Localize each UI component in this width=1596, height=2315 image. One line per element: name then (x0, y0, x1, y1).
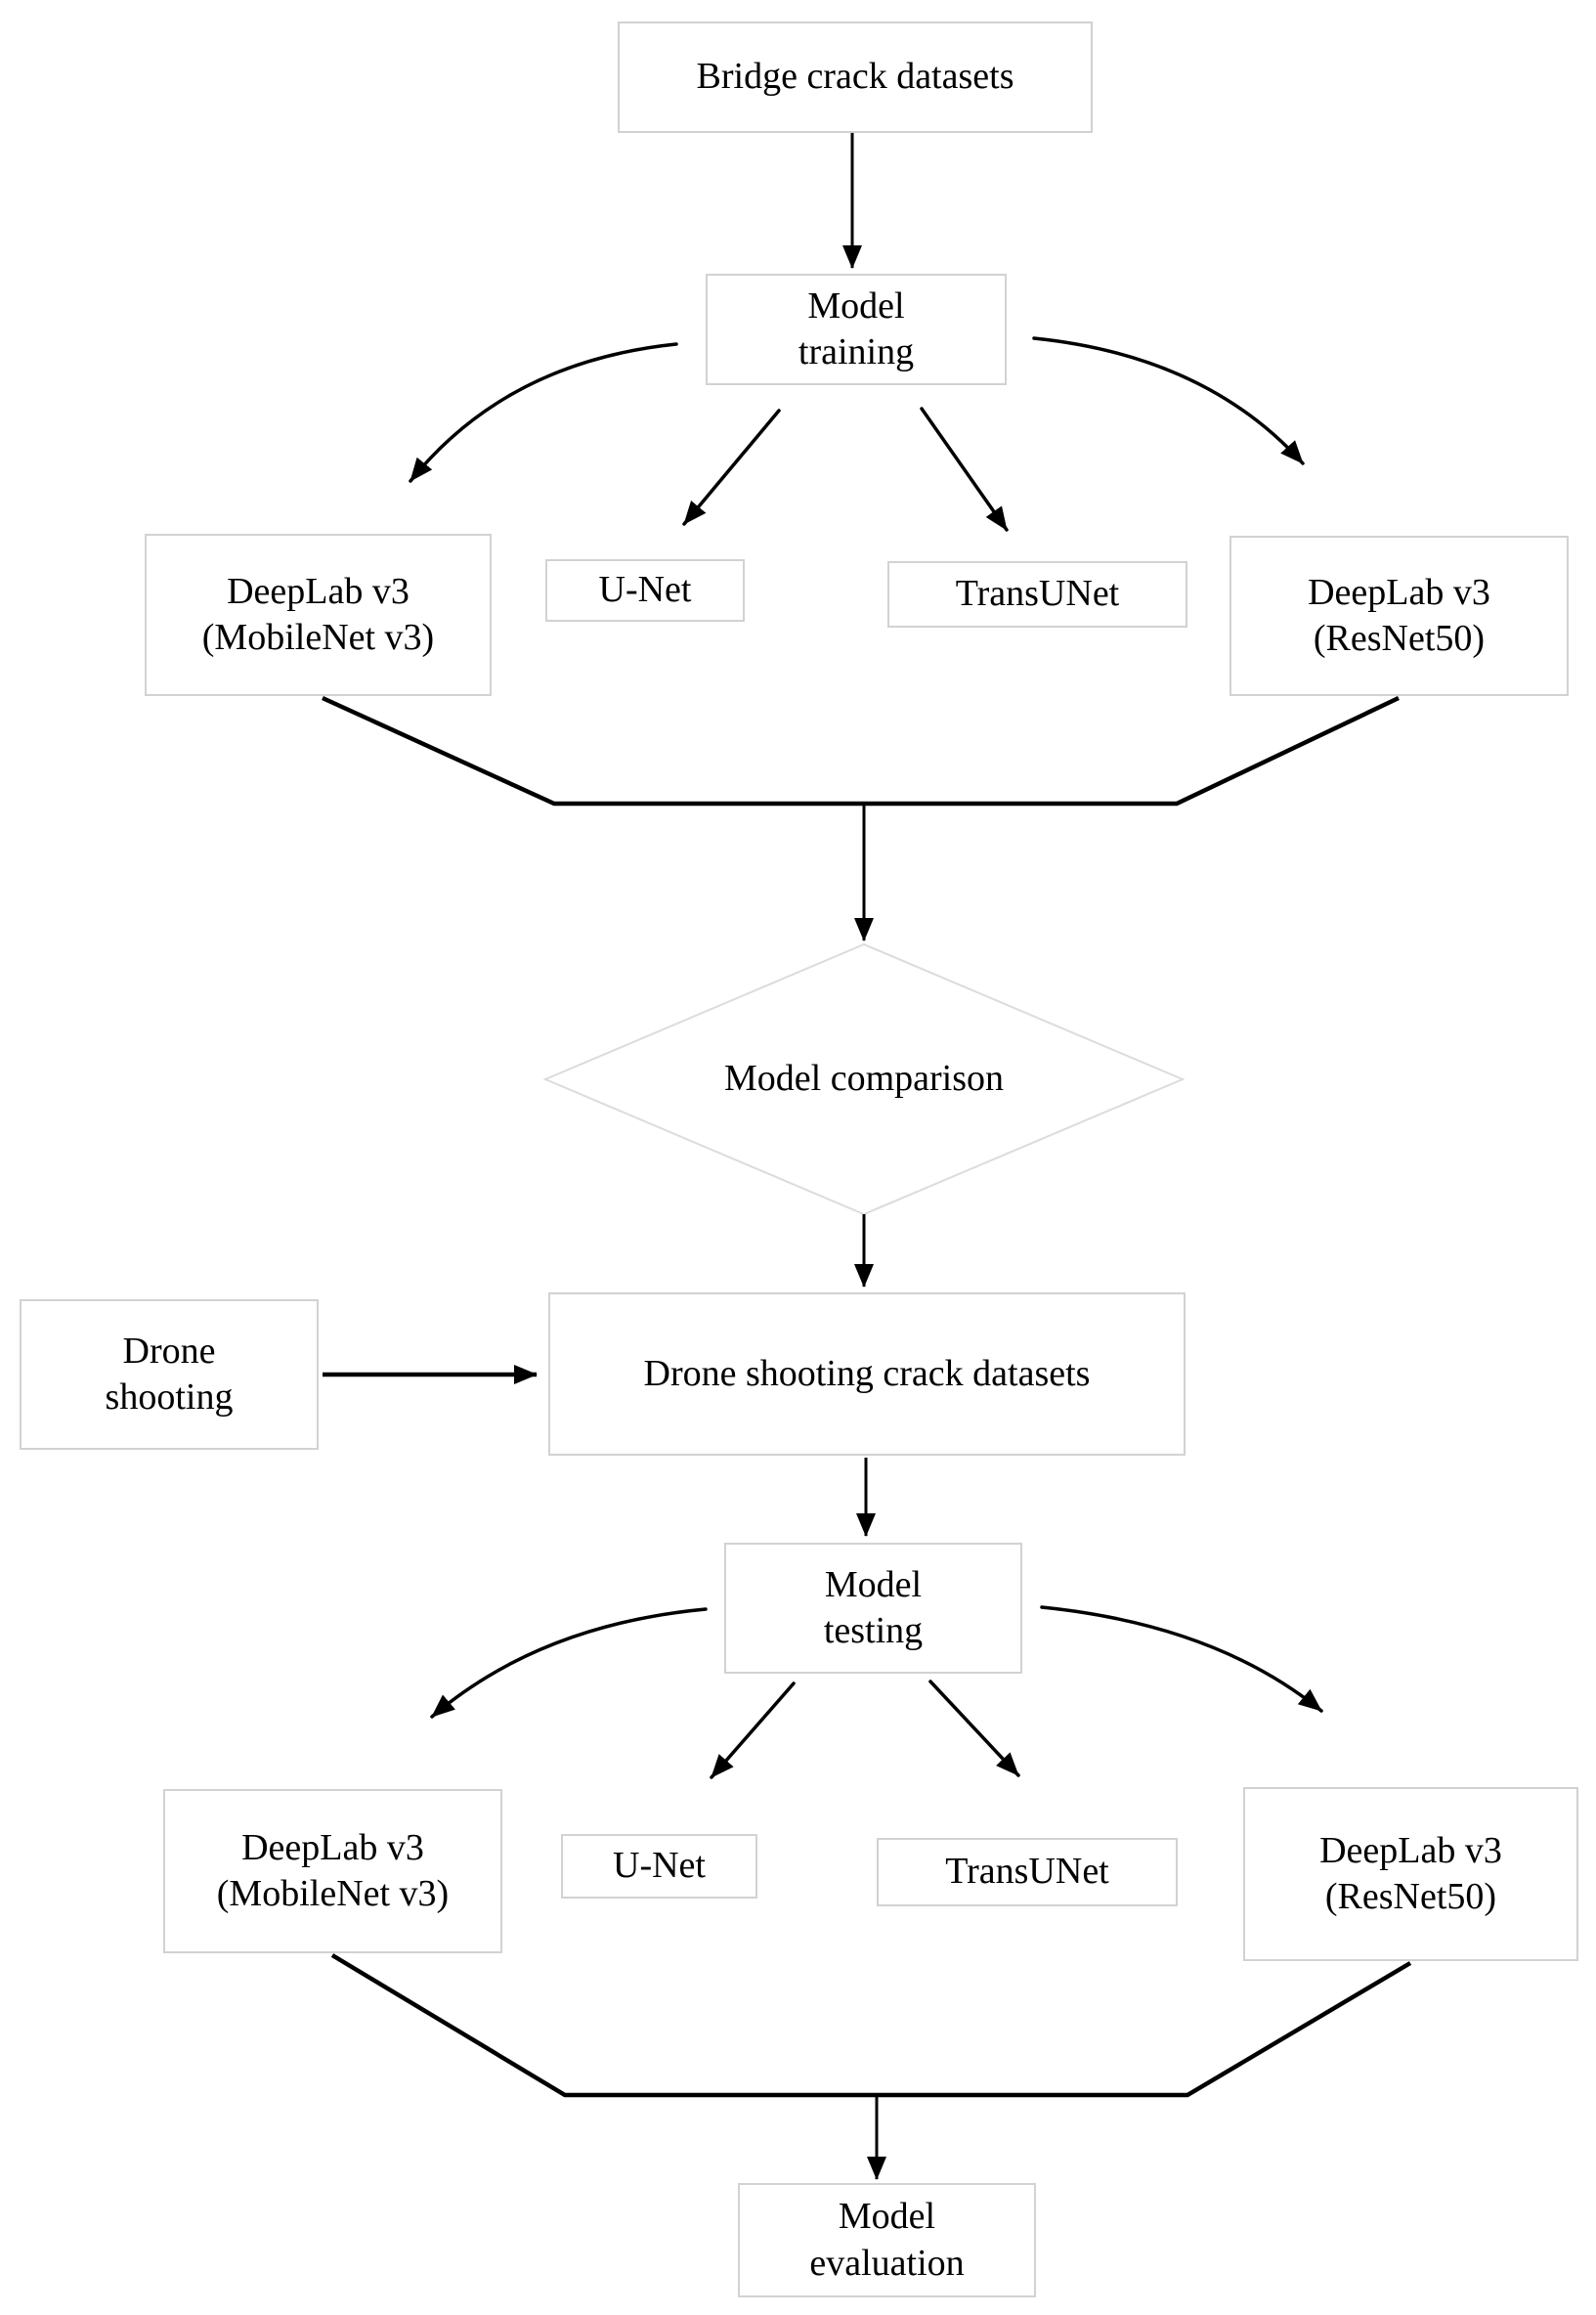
arrow-testing-to-unet (710, 1682, 796, 1779)
arrow-training-to-unet (682, 409, 781, 526)
node-label: Model training (798, 284, 915, 372)
node-test-transunet: TransUNet (877, 1838, 1178, 1906)
node-model-testing: Model testing (724, 1543, 1022, 1674)
converge-testing-models (330, 1953, 1412, 2098)
node-model-training: Model training (706, 274, 1007, 385)
node-test-unet: U-Net (561, 1834, 757, 1899)
node-drone-shooting: Drone shooting (20, 1299, 319, 1450)
arrow-training-to-transunet (920, 407, 1009, 532)
node-train-unet: U-Net (545, 559, 745, 622)
node-label: Model evaluation (809, 2196, 965, 2284)
node-drone-crack-datasets: Drone shooting crack datasets (548, 1292, 1186, 1456)
node-label: DeepLab v3 (ResNet50) (1308, 571, 1490, 659)
arc-testing-to-deeplab-mobilenet (430, 1607, 708, 1719)
node-train-deeplab-mobilenet: DeepLab v3 (MobileNet v3) (145, 534, 492, 696)
node-train-deeplab-resnet: DeepLab v3 (ResNet50) (1229, 536, 1569, 696)
node-test-deeplab-resnet: DeepLab v3 (ResNet50) (1243, 1787, 1578, 1961)
node-test-deeplab-mobilenet: DeepLab v3 (MobileNet v3) (163, 1789, 502, 1953)
node-label: Model testing (823, 1563, 924, 1651)
arc-testing-to-deeplab-resnet (1040, 1605, 1323, 1713)
node-label: Bridge crack datasets (696, 56, 1014, 98)
node-label: DeepLab v3 (MobileNet v3) (201, 570, 435, 658)
converge-training-models (322, 695, 1400, 807)
node-label: DeepLab v3 (MobileNet v3) (216, 1826, 450, 1914)
node-label: DeepLab v3 (ResNet50) (1319, 1829, 1502, 1917)
arc-training-to-deeplab-mobilenet (409, 342, 678, 483)
node-model-evaluation: Model evaluation (738, 2183, 1036, 2297)
node-label: Drone shooting (105, 1330, 234, 1418)
arc-training-to-deeplab-resnet (1032, 336, 1305, 465)
node-train-transunet: TransUNet (887, 561, 1187, 628)
node-bridge-crack-datasets: Bridge crack datasets (618, 22, 1093, 133)
arrow-testing-to-transunet (928, 1680, 1020, 1777)
node-model-comparison: Model comparison (723, 1058, 1004, 1100)
